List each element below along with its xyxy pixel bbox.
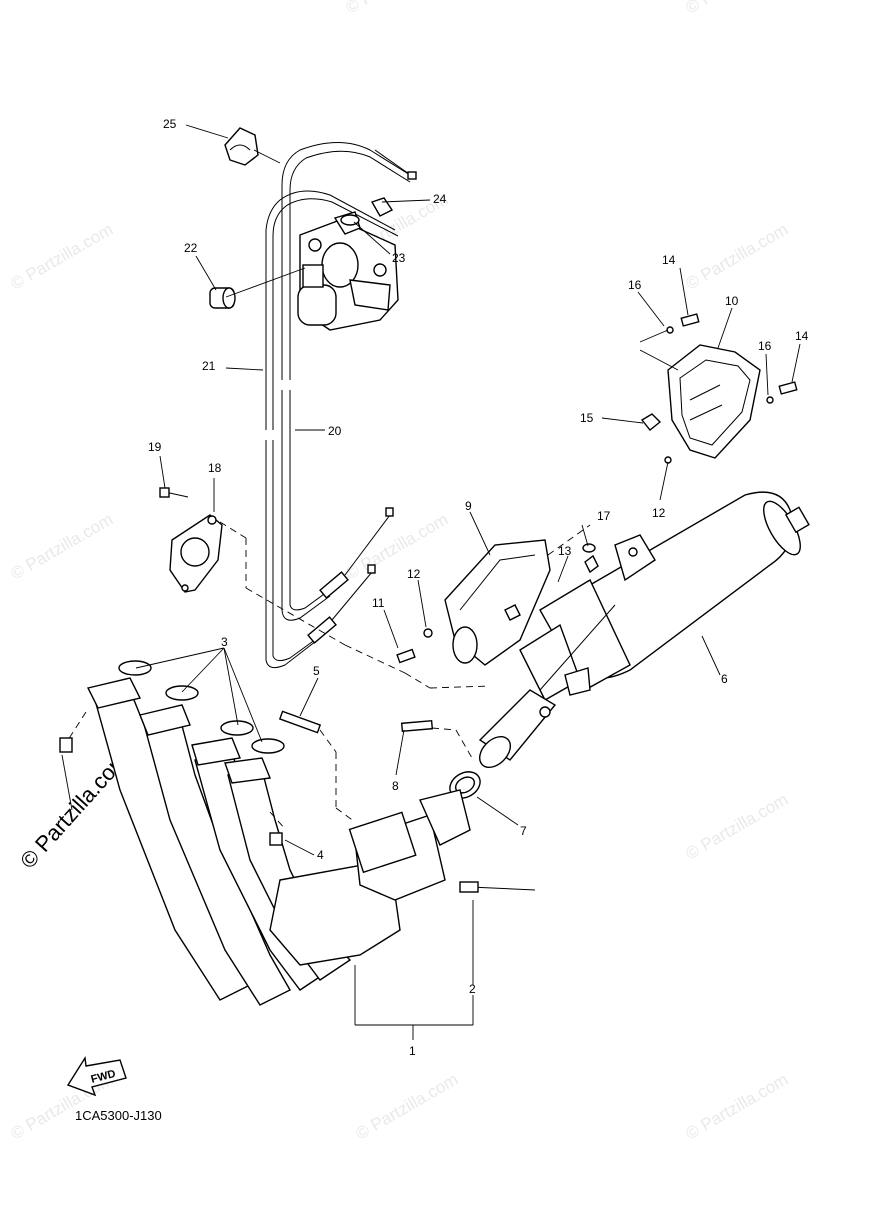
pulley-cover [159,487,223,593]
callout-15: 15 [580,411,594,425]
callout-6: 6 [721,672,728,686]
callout-7: 7 [520,824,527,838]
callout-10: 10 [725,294,739,308]
watermark: © Partzilla.com [8,220,117,294]
connector-pipe [400,689,557,799]
callout-16: 16 [628,278,642,292]
callout-11: 11 [372,596,385,610]
callout-18: 18 [208,461,222,475]
watermark: © Partzilla.com [683,1070,792,1144]
callout-14: 14 [795,329,809,343]
callout-20: 20 [328,424,342,438]
muffler-protector [640,313,798,464]
watermark: © Partzilla.com [683,0,792,17]
callout-12: 12 [652,506,666,520]
callout-9: 9 [465,499,472,513]
watermark: © Partzilla.com [683,790,792,864]
callout-12: 12 [407,567,421,581]
callout-3: 3 [221,635,228,649]
callout-5: 5 [313,664,320,678]
watermark: © Partzilla.com [343,510,452,584]
throttle-cables [265,142,417,669]
callout-16: 16 [758,339,772,353]
callout-25: 25 [163,117,177,131]
callout-2: 2 [469,982,476,996]
callouts: 1 2 3 4 5 6 7 8 9 10 11 12 12 13 14 14 1… [148,117,809,1058]
callout-14: 14 [662,253,676,267]
callout-21: 21 [202,359,216,373]
callout-8: 8 [392,779,399,793]
exhaust-header [59,660,536,1006]
callout-19: 19 [148,440,162,454]
callout-13: 13 [558,544,572,558]
fwd-arrow-icon: FWD [66,1055,127,1097]
watermark: © Partzilla.com [353,1070,462,1144]
leader-lines [61,124,801,1040]
heat-guard [396,539,551,666]
servo-motor-assembly [209,127,399,331]
callout-1: 1 [409,1044,416,1058]
callout-4: 4 [317,848,324,862]
drawing-code: 1CA5300-J130 [75,1108,162,1123]
callout-24: 24 [433,192,447,206]
callout-22: 22 [184,241,198,255]
watermark: © Partzilla.com [343,0,452,17]
callout-17: 17 [597,509,611,523]
callout-23: 23 [392,251,406,265]
watermark: © Partzilla.com [683,220,792,294]
muffler [519,491,810,701]
watermark: © Partzilla.com [8,510,117,584]
